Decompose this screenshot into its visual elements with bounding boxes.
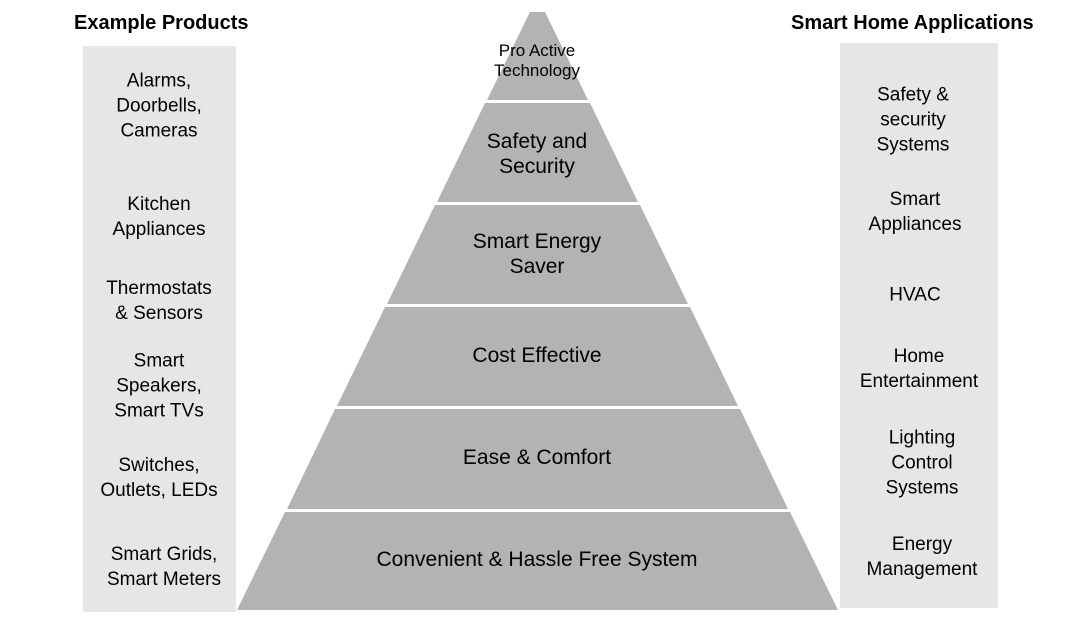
application-item: Safety & security Systems [876,84,950,156]
application-item: Energy Management [866,534,978,580]
layer-label: Pro Active Technology [493,41,581,80]
product-item: Alarms, Doorbells, Cameras [116,70,202,142]
example-products-panel [83,46,236,612]
pyramid-layer-6 [237,512,838,610]
layer-label: Smart Energy Saver [472,230,602,278]
product-item: Smart Speakers, Smart TVs [114,350,204,422]
product-item: Kitchen Appliances [112,194,206,240]
layer-label: Convenient & Hassle Free System [376,548,698,571]
layer-label: Safety and Security [486,130,588,178]
right-header: Smart Home Applications [791,12,1034,34]
product-item: Smart Grids, Smart Meters [106,544,222,590]
application-item: Lighting Control Systems [885,427,959,499]
application-item: Home Entertainment [859,346,979,392]
pyramid-layer-1 [487,12,588,100]
left-header: Example Products [74,12,249,34]
pyramid-layer-2 [437,103,638,202]
layer-label: Ease & Comfort [462,446,612,469]
pyramid-layer-4 [337,307,738,406]
pyramid-layer-3 [387,205,688,304]
layer-label: Cost Effective [472,344,602,367]
application-item: Smart Appliances [868,189,962,235]
pyramid-layer-5 [287,409,788,509]
applications-panel [840,43,998,608]
product-item: Thermostats & Sensors [106,278,212,324]
application-item: HVAC [889,284,941,306]
product-item: Switches, Outlets, LEDs [100,455,218,501]
